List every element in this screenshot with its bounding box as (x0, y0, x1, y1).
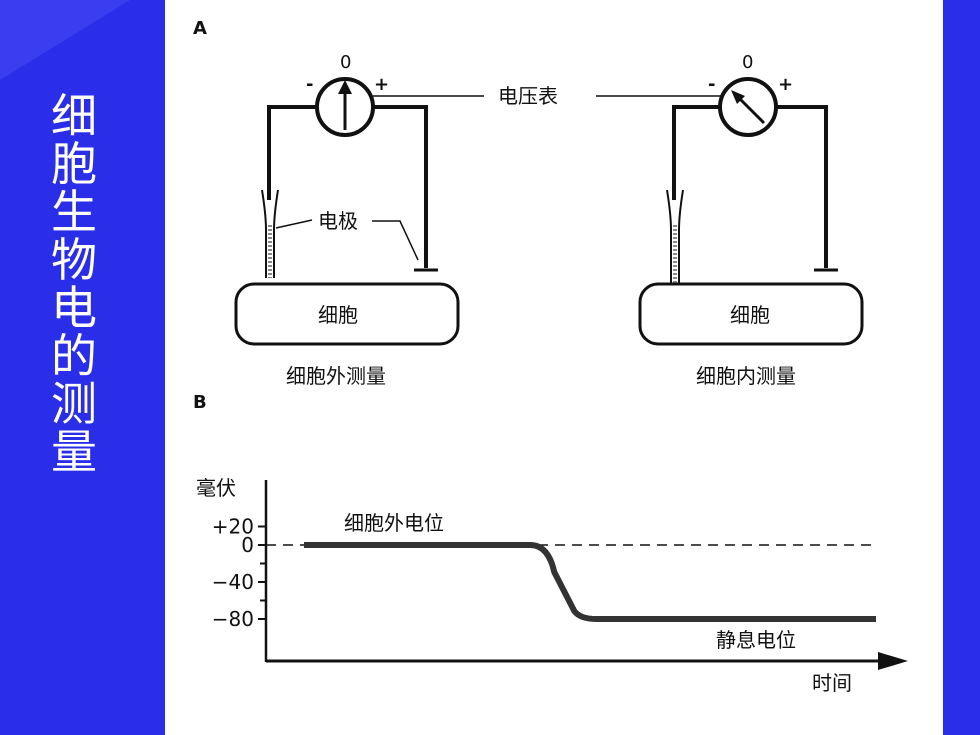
y-ticks: +200 −40 −80 (212, 515, 266, 631)
electrode-pointer (275, 219, 313, 229)
panel-a-label: A (193, 18, 207, 39)
right-wire-minus (672, 105, 720, 200)
meter-left-zero: 0 (340, 52, 351, 73)
panel-b-label: B (193, 392, 207, 413)
meter-right-plus: + (778, 74, 793, 95)
left-cell (234, 282, 460, 346)
electrode-label: 电极 (318, 209, 358, 233)
right-electrode (666, 189, 684, 292)
voltmeter-left-arrowhead (338, 80, 352, 94)
series-line (304, 542, 876, 622)
potential-chart: 毫伏 时间 +200 −40 −80 细胞外电位 静息电位 (196, 476, 908, 695)
extracellular-label: 细胞外电位 (344, 511, 444, 535)
voltmeter-right-arrowhead (731, 90, 745, 104)
left-caption: 细胞外测量 (286, 364, 386, 388)
meter-right-minus: - (708, 74, 715, 95)
x-axis-label: 时间 (812, 671, 852, 695)
left-wire-plus (373, 105, 428, 268)
voltmeter-label: 电压表 (498, 84, 558, 108)
right-caption: 细胞内测量 (696, 364, 796, 388)
left-setup: 0 - + 细胞 细胞外测量 电极 (234, 52, 460, 388)
x-axis-arrowhead (878, 652, 908, 670)
meter-left-minus: - (306, 74, 313, 95)
left-wire-minus (267, 105, 317, 200)
right-cell-label: 细胞 (730, 303, 770, 327)
title-char: 细 (51, 89, 97, 143)
slide-title: 细胞生物电的测量 (44, 92, 104, 476)
right-cell (638, 282, 864, 346)
title-char: 测 (51, 377, 97, 431)
title-char: 的 (51, 329, 97, 383)
y-tick-label: +20 (212, 515, 254, 539)
meter-right-zero: 0 (742, 52, 753, 73)
title-char: 生 (51, 185, 97, 239)
electrode-pointer-right (372, 220, 419, 261)
meter-left-plus: + (374, 74, 389, 95)
title-char: 电 (51, 281, 97, 335)
resting-label: 静息电位 (716, 628, 796, 652)
title-char: 物 (51, 233, 97, 287)
y-tick-label: −40 (212, 570, 254, 594)
left-cell-label: 细胞 (318, 303, 358, 327)
figure-panel (165, 0, 943, 735)
title-char: 胞 (51, 137, 97, 191)
y-tick-label: −80 (212, 607, 254, 631)
right-setup: 0 - + 细胞 细胞内测量 (638, 52, 864, 388)
voltmeter-right-needle (735, 94, 766, 125)
title-char: 量 (51, 425, 97, 479)
y-tick-label: 0 (241, 533, 254, 557)
left-electrode (261, 189, 279, 278)
right-wire-plus (776, 105, 828, 268)
y-unit-label: 毫伏 (196, 476, 236, 500)
